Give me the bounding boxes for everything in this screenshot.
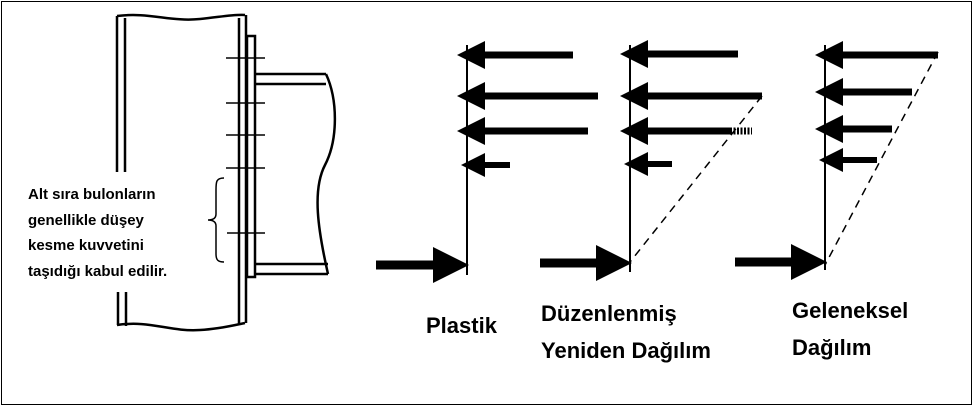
bolt-lines: [226, 57, 265, 234]
note-line: genellikle düşey: [28, 211, 144, 229]
column-top-break: [116, 13, 246, 21]
conventional-distribution-diagram: [735, 41, 939, 280]
column-beam-connection: [115, 13, 337, 332]
beam-break: [316, 73, 337, 275]
label-line: Dağılım: [792, 335, 872, 360]
label-line: Geleneksel: [792, 298, 909, 323]
label-plastic: Plastik: [426, 307, 497, 344]
brace: [207, 177, 225, 263]
note-line: Alt sıra bulonların: [28, 186, 156, 203]
label-line: Yeniden Dağılım: [541, 338, 711, 363]
label-modified-redistribution: Düzenlenmiş Yeniden Dağılım: [541, 295, 711, 369]
dashed-envelope: [629, 95, 763, 263]
label-line: Plastik: [426, 313, 497, 338]
note-line: kesme kuvvetini: [28, 237, 144, 254]
column-bottom-break: [116, 321, 246, 332]
bolt-shear-note: Alt sıra bulonların genellikle düşey kes…: [28, 182, 167, 284]
dashed-envelope: [824, 51, 939, 266]
note-line: taşıdığı kabul edilir.: [28, 262, 168, 280]
label-conventional: Geleneksel Dağılım: [792, 292, 908, 366]
end-plate: [245, 34, 257, 279]
modified-redistribution-diagram: [540, 40, 763, 281]
plastic-distribution-diagram: [376, 41, 598, 283]
label-line: Düzenlenmiş: [541, 301, 677, 326]
